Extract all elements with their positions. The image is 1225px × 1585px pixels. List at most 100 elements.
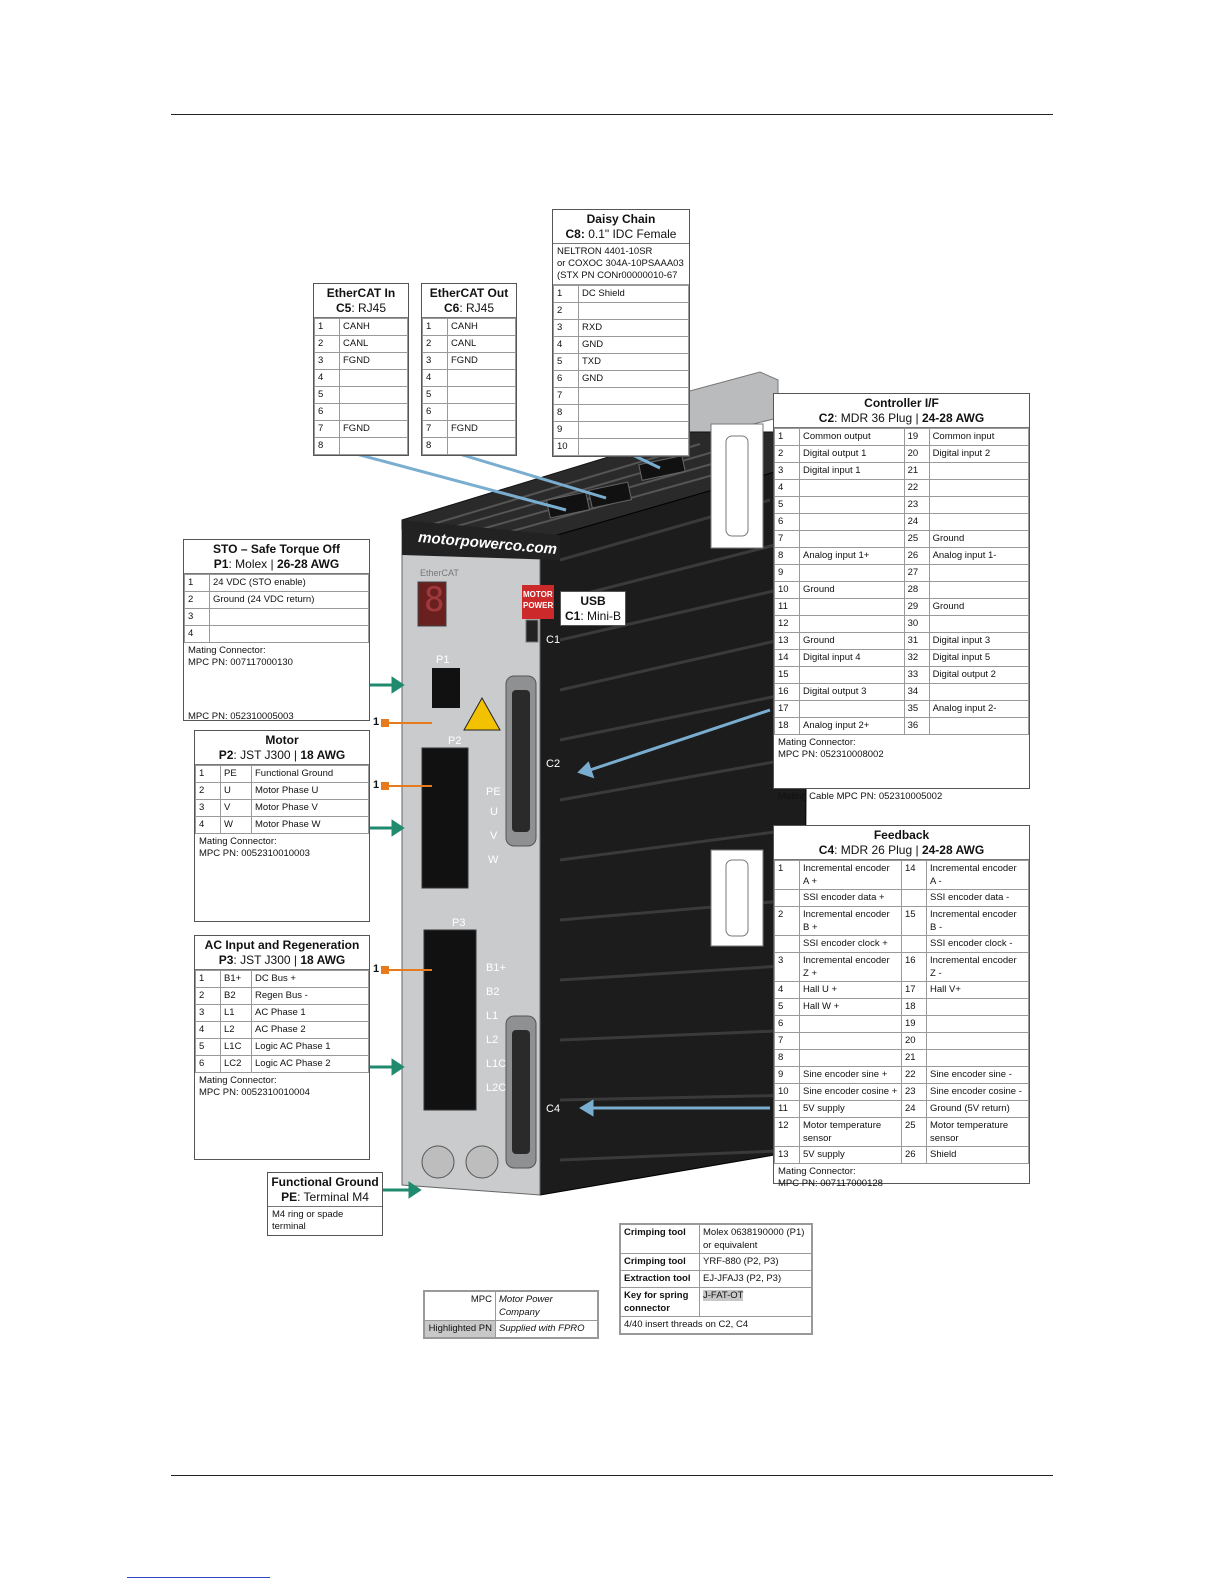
table-cell: 34	[903, 683, 930, 701]
table-cell: L2	[220, 1021, 252, 1039]
table-cell: 24 VDC (STO enable)	[209, 574, 369, 592]
table-cell: 17	[774, 700, 800, 718]
table-cell: CANL	[447, 335, 516, 353]
table-cell: FGND	[339, 420, 408, 438]
p3-connector	[423, 929, 477, 1111]
table-cell: 8	[314, 437, 340, 455]
ethercat-port-out	[587, 481, 633, 509]
table-cell: DC Bus +	[251, 970, 369, 988]
table-cell	[339, 386, 408, 404]
table-cell	[901, 935, 927, 953]
table-cell: SSI encoder data +	[799, 889, 902, 907]
table-cell	[926, 1015, 1029, 1033]
table-cell: Ground	[799, 632, 905, 650]
table-cell: 4	[553, 336, 579, 354]
table-cell: Incremental encoder A -	[926, 860, 1029, 890]
table-cell: PE	[220, 765, 252, 783]
table-cell: Digital input 2	[928, 445, 1030, 463]
pin1-markers	[381, 719, 432, 974]
table-cell	[928, 683, 1030, 701]
table-cell: 7	[422, 420, 448, 438]
table-cell: Incremental encoder B +	[799, 906, 902, 936]
label-b1: B1+	[486, 962, 506, 974]
pin1-number-p3: 1	[373, 963, 380, 975]
table-cell: Digital output 1	[799, 445, 905, 463]
daisy-port	[638, 455, 686, 481]
table-cell: 35	[903, 700, 930, 718]
table-cell: 1	[184, 574, 210, 592]
table-cell	[578, 387, 689, 405]
label-p3: P3	[452, 917, 466, 929]
table-cell: 10	[774, 1083, 800, 1101]
table-cell: Ground	[928, 530, 1030, 548]
table-cell: 3	[314, 352, 340, 370]
table-cell: 8	[422, 437, 448, 455]
table-cell	[928, 564, 1030, 582]
table-cell: 1	[774, 428, 800, 446]
table-cell: 2	[774, 445, 800, 463]
table-cell: 2	[422, 335, 448, 353]
table-cell: Hall W +	[799, 998, 902, 1016]
table-row: 8	[553, 404, 689, 422]
table-cell: Ground	[928, 598, 1030, 616]
table-cell	[928, 581, 1030, 599]
footnote-link-line	[127, 1577, 270, 1578]
table-cell	[799, 496, 905, 514]
table-cell: 6	[195, 1055, 221, 1073]
motor-title: Motor	[265, 733, 299, 747]
table-cell: 6	[774, 1015, 800, 1033]
table-cell: 1	[553, 285, 579, 303]
table-cell: 29	[903, 598, 930, 616]
table-cell: GND	[578, 370, 689, 388]
label-w: W	[488, 854, 499, 866]
table-cell: 2	[774, 906, 800, 936]
table-cell: LC2	[220, 1055, 252, 1073]
table-cell: SSI encoder clock -	[926, 935, 1029, 953]
table-cell: 33	[903, 666, 930, 684]
table-cell: 9	[774, 1066, 800, 1084]
table-row: 4	[184, 625, 369, 643]
table-cell: Logic AC Phase 1	[251, 1038, 369, 1056]
table-cell	[926, 1049, 1029, 1067]
table-cell: 4	[195, 816, 221, 834]
table-cell: 8	[774, 547, 800, 565]
table-cell: Hall V+	[926, 981, 1029, 999]
table-row: 8	[422, 437, 516, 455]
table-cell: 2	[184, 591, 210, 609]
table-cell	[799, 598, 905, 616]
table-cell	[209, 608, 369, 626]
table-cell: 5	[314, 386, 340, 404]
table-cell: 4	[422, 369, 448, 387]
table-row: 5	[314, 386, 408, 404]
p2-connector	[421, 747, 469, 889]
label-pe: PE	[486, 786, 501, 798]
table-cell: 17	[901, 981, 927, 999]
table-cell	[447, 403, 516, 421]
table-cell: L1C	[220, 1038, 252, 1056]
table-cell	[799, 513, 905, 531]
ground-screw-1	[421, 1145, 455, 1179]
table-cell: 4	[184, 625, 210, 643]
logo-line1: MOTOR	[523, 590, 553, 599]
table-cell: CANH	[339, 318, 408, 336]
table-cell	[578, 302, 689, 320]
controller-cable: Mating Cable MPC PN: 052310005002	[778, 791, 943, 802]
table-cell: Motor temperature sensor	[799, 1117, 902, 1147]
label-p2: P2	[448, 735, 462, 747]
table-cell: 4	[195, 1021, 221, 1039]
